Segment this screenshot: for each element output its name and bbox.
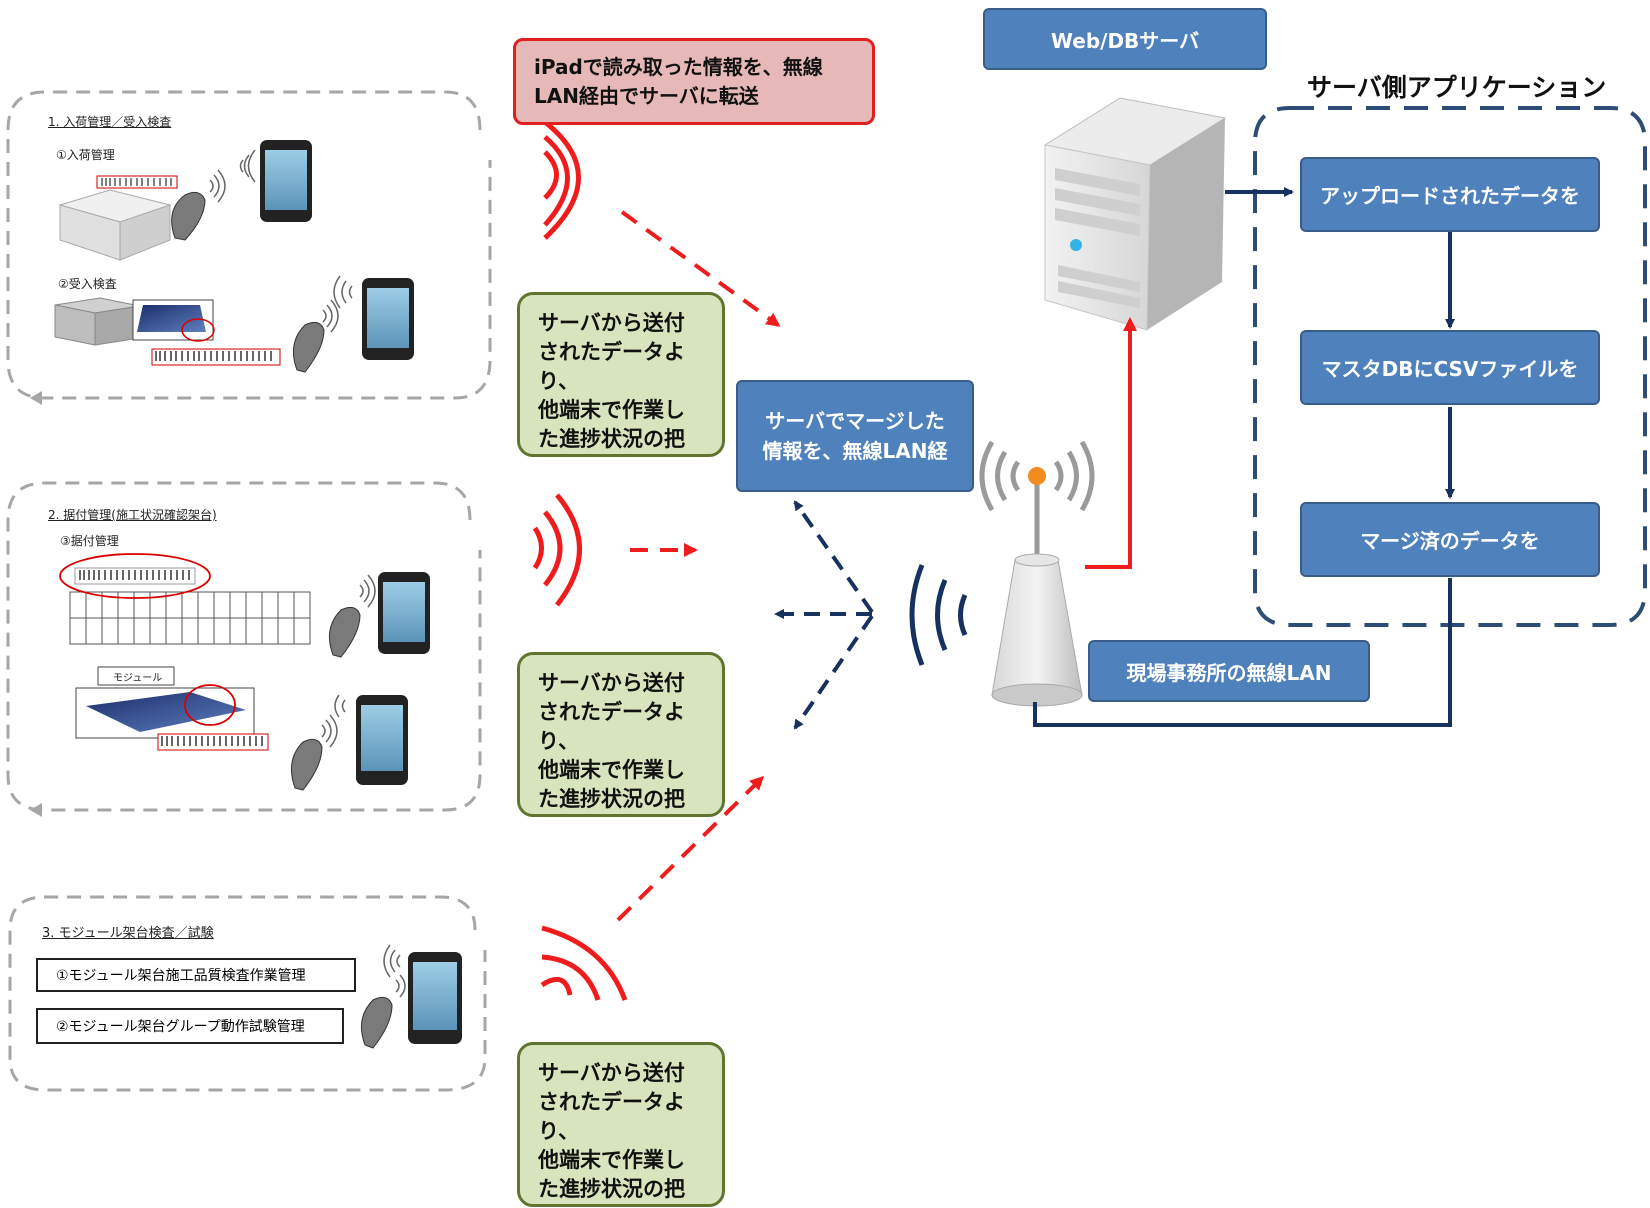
section1-illustrations — [54, 140, 414, 373]
server-app-title: サーバ側アプリケーション — [1307, 73, 1607, 102]
ipad-transfer-note: iPadで読み取った情報を、無線 LAN経由でサーバに転送 — [513, 38, 875, 125]
section3-title: 3. モジュール架台検査／試験 — [42, 926, 214, 941]
red-dashed-arrows — [616, 210, 781, 922]
section1-sub2: ②受入検査 — [58, 277, 117, 291]
red-uplink-arrow — [1085, 317, 1137, 569]
server-merge-box: サーバでマージした 情報を、無線LAN経 — [736, 380, 974, 492]
navy-signal-arcs — [909, 564, 968, 666]
section2-illustrations — [59, 553, 430, 791]
merged-data-step-box: マージ済のデータを — [1300, 502, 1600, 577]
navy-flow-arrows — [1033, 187, 1455, 727]
section1-arrowhead — [30, 391, 42, 405]
section3-illustrations — [360, 944, 462, 1049]
section3-container — [8, 895, 487, 1092]
access-point-icon — [979, 440, 1095, 707]
server-tower-icon — [1043, 97, 1227, 331]
section2-arrowhead — [30, 803, 42, 817]
module-label: モジュール — [113, 673, 163, 684]
progress-note-3: サーバから送付 されたデータより、 他端末で作業し た進捗状況の把 — [517, 1042, 725, 1207]
master-db-step-box: マスタDBにCSVファイルを — [1300, 330, 1600, 405]
section3-item2: ②モジュール架台グループ動作試験管理 — [36, 1008, 344, 1044]
progress-note-1: サーバから送付 されたデータより、 他端末で作業し た進捗状況の把 — [517, 292, 725, 457]
section1-container — [6, 90, 492, 400]
section1-sub1: ①入荷管理 — [56, 148, 115, 162]
progress-note-2: サーバから送付 されたデータより、 他端末で作業し た進捗状況の把 — [517, 652, 725, 817]
web-db-server-label: Web/DBサーバ — [983, 8, 1267, 70]
upload-step-box: アップロードされたデータを — [1300, 157, 1600, 232]
section2-sub1: ③据付管理 — [60, 534, 119, 548]
section1-title: 1. 入荷管理／受入検査 — [48, 115, 172, 129]
site-office-wlan-label: 現場事務所の無線LAN — [1088, 640, 1370, 702]
section3-item1: ①モジュール架台施工品質検査作業管理 — [36, 958, 356, 992]
navy-dashed-arrows — [774, 500, 874, 730]
red-signal-arcs — [532, 120, 628, 1001]
server-app-container — [1253, 106, 1647, 627]
section2-title: 2. 据付管理(施工状況確認架台) — [48, 508, 217, 522]
